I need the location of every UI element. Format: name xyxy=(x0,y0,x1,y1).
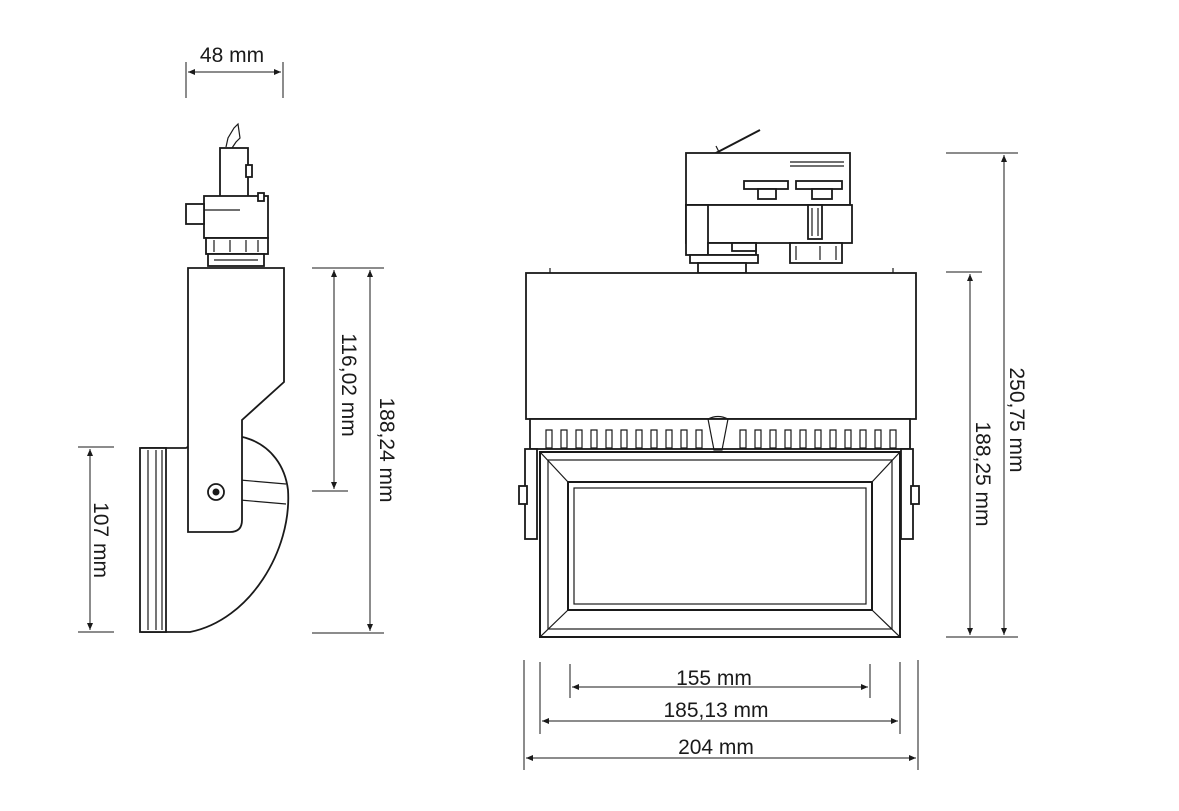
front-lamp-frame xyxy=(539,451,901,638)
dim-front-width-total-label: 204 mm xyxy=(678,736,754,759)
side-arm xyxy=(187,267,285,533)
front-yoke xyxy=(518,415,920,540)
dim-front-width-inner-label: 155 mm xyxy=(676,667,752,690)
dim-front-total-height: 250,75 mm xyxy=(946,152,1028,638)
dim-side-width-label: 48 mm xyxy=(200,44,264,67)
dim-side-width: 48 mm xyxy=(185,44,284,98)
dim-side-upper: 116,02 mm xyxy=(312,267,360,492)
side-view: 48 mm 116,02 mm 188,24 mm 107 mm xyxy=(78,44,398,634)
dim-front-body-height: 188,25 mm xyxy=(946,271,994,635)
dim-side-total-label: 188,24 mm xyxy=(375,397,398,502)
side-lamp-head xyxy=(139,434,290,633)
dim-front-body-height-label: 188,25 mm xyxy=(971,421,994,526)
front-housing xyxy=(525,272,917,420)
front-adapter xyxy=(685,129,853,274)
dim-side-total: 188,24 mm xyxy=(312,267,398,634)
dim-head-height: 107 mm xyxy=(78,446,114,633)
dim-head-height-label: 107 mm xyxy=(89,502,112,578)
front-view: 250,75 mm 188,25 mm 155 mm 185,13 mm 204… xyxy=(518,129,1028,770)
side-adapter xyxy=(185,122,269,267)
cooling-fins xyxy=(545,429,897,449)
dim-front-total-height-label: 250,75 mm xyxy=(1005,367,1028,472)
dim-front-widths: 155 mm 185,13 mm 204 mm xyxy=(523,660,919,770)
dim-front-width-frame-label: 185,13 mm xyxy=(663,699,768,722)
dim-side-upper-label: 116,02 mm xyxy=(337,333,360,437)
